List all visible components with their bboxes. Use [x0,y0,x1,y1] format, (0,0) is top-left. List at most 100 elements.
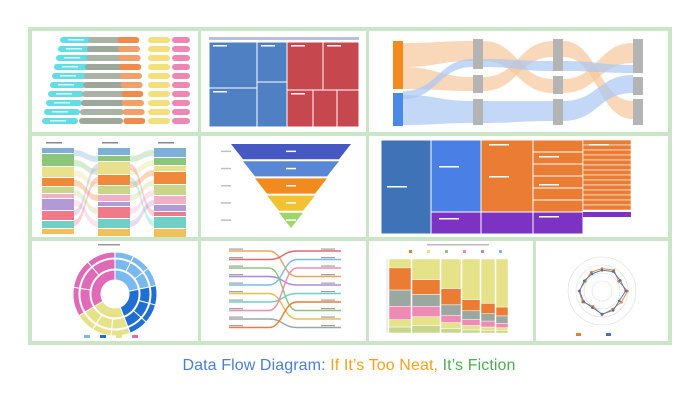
alluvial-link [74,200,98,227]
treemap-cell [582,189,632,196]
sunburst-segment [90,269,116,308]
line-label-mark [229,325,243,327]
line-label-mark [321,308,335,310]
legend-swatch [409,250,412,253]
treemap-cell [322,41,360,91]
flow-band [148,100,170,106]
alluvial-link [130,180,154,201]
column-segment [440,304,462,316]
band-label-mark [58,84,74,86]
cell-label-mark [291,45,305,47]
flow-band [121,91,144,97]
sankey-node [633,99,643,125]
line-label-mark [321,291,335,293]
cell-label-mark [439,166,459,168]
caption: Data Flow Diagram: If It’s Too Neat, It’… [0,357,698,375]
column-segment [440,314,462,323]
alluvial-segment [42,154,74,166]
treemap-cell [582,159,632,166]
thumbnail-graphic [393,39,643,126]
alluvial-segment [42,199,74,210]
band-label-mark [66,48,82,50]
band-label-mark [60,75,76,77]
line-label-mark [321,325,335,327]
alluvial-segment [98,202,130,206]
alluvial-link [74,177,98,226]
legend-swatch [481,250,484,253]
flow-band [86,55,130,61]
flow-band [148,109,170,115]
sankey-node [473,99,483,125]
line-label-mark [229,316,243,318]
alluvial-segment [154,185,186,195]
treemap-cell [430,211,482,235]
flow-band [172,100,190,106]
legend-swatch [606,333,611,336]
column-segment [440,328,462,334]
cell-label-mark [539,156,559,158]
alluvial-link [130,200,154,227]
bump-line [229,292,341,303]
stage-label-mark [286,202,296,204]
column-segment [411,279,441,295]
radar-ring [567,256,637,326]
alluvial-link [130,160,154,175]
radar-point [617,299,621,303]
title-mark [98,244,120,246]
alluvial-segment [98,195,130,201]
thumbnail-graphic [42,142,186,237]
alluvial-segment [98,156,130,161]
column-segment [411,258,441,280]
band-label-mark [62,66,78,68]
column-segment [480,320,496,328]
alluvial-segment [154,205,186,211]
column-segment [388,289,412,307]
cell-label-mark [327,45,341,47]
legend-swatch [445,250,448,253]
flow-band [148,64,170,70]
radar-point [600,312,604,316]
alluvial-segment [42,221,74,228]
alluvial-link [130,190,154,214]
column-segment [495,330,509,334]
thumbnail-graphic [72,244,158,338]
alluvial-segment [98,162,130,174]
line-label-mark [321,282,335,284]
flow-band [148,91,170,97]
line-label-mark [229,291,243,293]
sankey-node [393,41,403,89]
alluvial-segment [42,229,74,234]
flow-band [120,73,142,79]
stage-side-label [221,185,231,187]
bump-line [229,275,341,286]
sankey-link [403,41,473,67]
alluvial-link [74,150,98,162]
column-segment [461,319,481,326]
flow-band [81,100,125,106]
band-label-mark [68,39,84,41]
stage-side-label [221,150,231,153]
column-segment [495,258,509,308]
stage-side-label [221,202,231,204]
caption-end: It’s Fiction [442,357,516,374]
treemap-cell [582,194,632,201]
column-segment [411,325,441,334]
line-label-mark [229,248,243,250]
alluvial-link [74,180,98,201]
sankey-node [633,39,643,73]
alluvial-segment [154,212,186,216]
cell-label-mark [387,186,407,188]
flow-band [82,91,126,97]
sunburst-segment [87,251,116,268]
sankey-link [483,101,553,123]
cell-label-mark [489,176,509,178]
radar-point [626,289,629,293]
treemap-cell [532,139,584,153]
thumbnail-graphic [221,144,351,228]
band-label-mark [52,111,68,113]
cell-label-mark [539,216,559,218]
funnel-thumbnail [201,136,366,237]
flow-band [79,118,123,124]
line-label-mark [229,257,243,259]
treemap-cell [256,81,288,128]
